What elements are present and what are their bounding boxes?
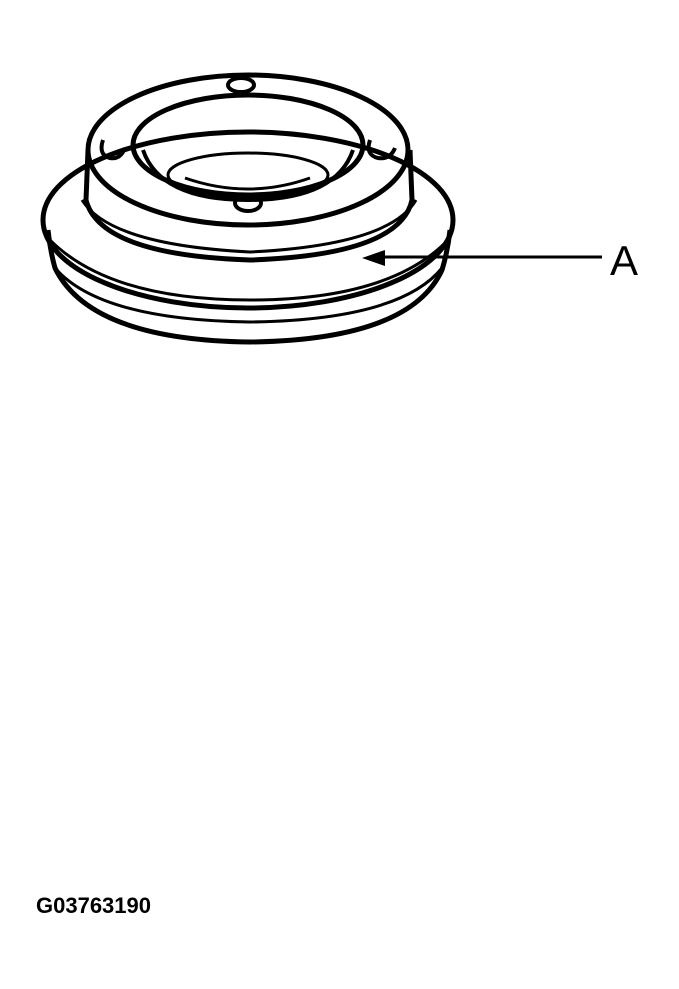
callout-leader-a bbox=[362, 250, 602, 266]
upper-cover-assembly bbox=[40, 72, 456, 345]
figure-id: G03763190 bbox=[36, 893, 151, 918]
callout-label-a: A bbox=[610, 237, 639, 284]
